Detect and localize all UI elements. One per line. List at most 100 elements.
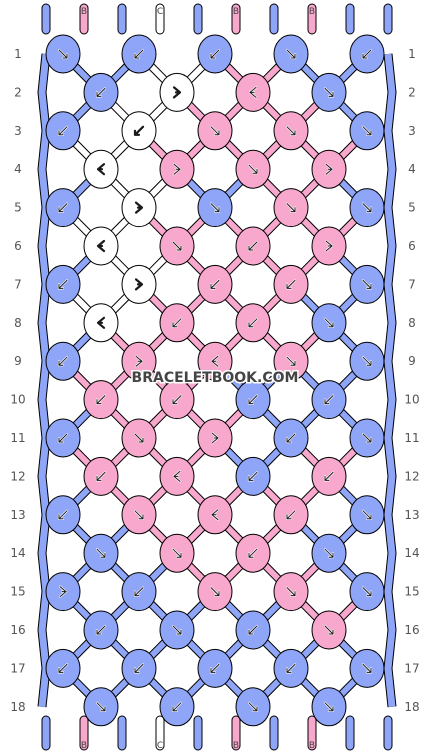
row-number-left: 11 — [10, 431, 25, 445]
knot-arrow-outline — [286, 587, 296, 597]
knot — [121, 418, 157, 458]
knot-arrow-outline — [286, 663, 296, 673]
knot — [83, 72, 119, 112]
bottom-strand-label: B — [233, 741, 239, 751]
knot — [311, 687, 347, 727]
knot — [273, 572, 309, 612]
knot-arrow-outline — [324, 87, 334, 97]
edge-thread-right — [384, 53, 396, 708]
knot-arrow-outline — [248, 318, 258, 328]
knot-arrow-outline — [210, 663, 220, 673]
knot — [197, 572, 233, 612]
knot — [197, 648, 233, 688]
knot — [197, 188, 233, 228]
knot — [45, 648, 81, 688]
knot-arrow-outline — [58, 510, 68, 520]
knot — [273, 341, 309, 381]
row-number-left: 12 — [10, 469, 25, 483]
knot-arrow-outline — [362, 510, 372, 520]
knot — [197, 264, 233, 304]
knot — [235, 303, 271, 343]
knot — [197, 111, 233, 151]
knot — [121, 648, 157, 688]
top-strand — [383, 3, 393, 35]
bottom-strand — [231, 715, 241, 751]
knot — [121, 188, 157, 228]
knot-arrow-outline — [324, 548, 334, 558]
knot — [273, 188, 309, 228]
row-number-right: 8 — [408, 316, 416, 330]
top-strand — [155, 3, 165, 35]
knot — [311, 226, 347, 266]
knot — [197, 418, 233, 458]
top-strand — [345, 3, 355, 35]
knot — [83, 149, 119, 189]
knot-arrow-outline — [172, 625, 182, 635]
knot-arrow-outline — [248, 625, 258, 635]
knot-arrow-outline — [324, 471, 334, 481]
row-number-right: 3 — [408, 124, 416, 138]
knot-arrow-outline — [135, 355, 143, 367]
bottom-strand — [269, 715, 279, 751]
row-number-right: 18 — [404, 700, 419, 714]
knot-arrow-icon — [96, 163, 106, 176]
edge-thread-left — [38, 53, 50, 708]
knot — [311, 149, 347, 189]
knot — [235, 380, 271, 420]
row-number-left: 17 — [10, 661, 25, 675]
knot — [121, 341, 157, 381]
knot — [311, 456, 347, 496]
knot-arrow-icon — [96, 239, 106, 253]
knot-arrow-outline — [134, 433, 144, 443]
knot — [159, 72, 195, 112]
knot-arrow-outline — [96, 625, 106, 635]
top-strand — [79, 3, 89, 35]
knot — [235, 72, 271, 112]
knot — [197, 495, 233, 535]
knot — [45, 572, 81, 612]
row-number-right: 4 — [408, 162, 416, 176]
knot — [349, 341, 385, 381]
bottom-strand — [41, 715, 51, 751]
knot-arrow-outline — [172, 548, 182, 558]
knot — [159, 687, 195, 727]
knot — [349, 648, 385, 688]
knot-arrow-outline — [286, 433, 296, 443]
knots-layer — [45, 34, 385, 727]
knot-arrow-outline — [362, 126, 372, 136]
knot — [349, 572, 385, 612]
knot — [197, 34, 233, 74]
knot-arrow-outline — [324, 318, 334, 328]
row-number-left: 18 — [10, 700, 25, 714]
knot — [273, 495, 309, 535]
knot-arrow-outline — [286, 356, 296, 366]
knot — [45, 111, 81, 151]
knot-arrow-outline — [211, 509, 219, 521]
knot — [273, 418, 309, 458]
knot-arrow-outline — [362, 203, 372, 213]
knot — [311, 303, 347, 343]
bottom-strand — [117, 715, 127, 751]
top-strand-label: C — [157, 7, 163, 17]
bottom-strand-label: C — [157, 741, 163, 751]
row-number-right: 9 — [408, 354, 416, 368]
knot — [349, 34, 385, 74]
knot-arrow-outline — [324, 702, 334, 712]
bottom-strand — [345, 715, 355, 751]
row-number-left: 9 — [14, 354, 22, 368]
knot-arrow-outline — [134, 49, 144, 59]
knot — [197, 341, 233, 381]
top-strand-label: B — [309, 7, 315, 17]
knot-arrow-outline — [210, 587, 220, 597]
knot-arrow-outline — [210, 279, 220, 289]
row-number-left: 8 — [14, 316, 22, 330]
knot — [235, 610, 271, 650]
knot — [45, 418, 81, 458]
knot-arrow-outline — [324, 625, 334, 635]
knot-arrow-outline — [96, 395, 106, 405]
row-number-left: 16 — [10, 623, 25, 637]
row-number-left: 15 — [10, 585, 25, 599]
bottom-strand-label: B — [309, 741, 315, 751]
knot-arrow-outline — [210, 49, 220, 59]
knot-arrow-outline — [210, 126, 220, 136]
